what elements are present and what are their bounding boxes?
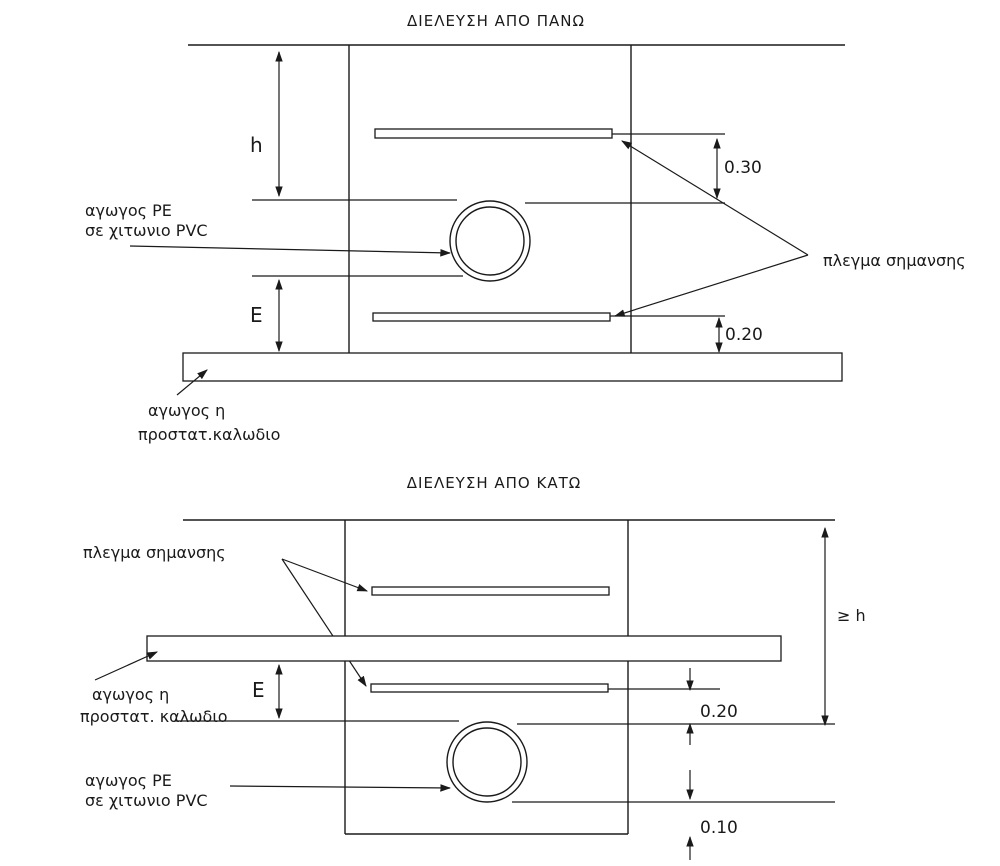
bottom-pipe-label-2: σε χιτωνιο PVC <box>85 791 208 810</box>
top-e-label: E <box>250 303 263 327</box>
bottom-crossing-leader <box>94 651 158 681</box>
top-pipe-leader <box>129 245 452 257</box>
bottom-e-label: E <box>252 678 265 702</box>
top-crossing-label-2: προστατ.καλωδιο <box>138 425 280 444</box>
top-pvc-sleeve <box>449 200 531 282</box>
bottom-dim-upper-label: 0.20 <box>700 702 738 722</box>
top-pe-pipe <box>455 206 525 276</box>
bottom-pe-pipe <box>452 727 522 797</box>
top-crossing-leader <box>176 369 208 396</box>
bottom-pvc-sleeve <box>446 721 528 803</box>
top-mesh-leader-lower <box>613 254 809 317</box>
top-crossing-utility <box>182 352 843 382</box>
top-pipe-label-2: σε χιτωνιο PVC <box>85 221 208 240</box>
bottom-crossing-label-1: αγωγος η <box>92 685 169 704</box>
top-warning-mesh-lower <box>372 312 611 322</box>
bottom-pipe-leader <box>229 784 452 792</box>
top-warning-mesh-upper <box>374 128 613 139</box>
top-h-label: h <box>250 133 263 157</box>
top-dim-upper-label: 0.30 <box>724 158 762 178</box>
bottom-crossing-utility <box>146 635 782 662</box>
top-mesh-label: πλεγμα σημανσης <box>823 251 966 270</box>
bottom-mesh-leader-lower <box>281 558 367 687</box>
bottom-crossing-label-2: προστατ. καλωδιο <box>80 707 228 726</box>
top-mesh-leader-upper <box>621 140 809 256</box>
bottom-warning-mesh-upper <box>371 586 610 596</box>
bottom-detail: ΔΙΕΛΕΥΣΗ ΑΠΟ ΚΑΤΩ ≥ h πλεγμα σημανσης αγ… <box>80 474 866 860</box>
bottom-warning-mesh-lower <box>370 683 609 693</box>
bottom-pipe-label-1: αγωγος PE <box>85 771 172 790</box>
bottom-geq-h-label: ≥ h <box>837 606 866 625</box>
top-crossing-label-1: αγωγος η <box>148 401 225 420</box>
bottom-mesh-leader-upper <box>281 558 369 592</box>
bottom-dim-lower-label: 0.10 <box>700 818 738 838</box>
top-title: ΔΙΕΛΕΥΣΗ ΑΠΟ ΠΑΝΩ <box>407 12 585 30</box>
top-dim-lower-label: 0.20 <box>725 325 763 345</box>
top-pipe-label-1: αγωγος PE <box>85 201 172 220</box>
bottom-title: ΔΙΕΛΕΥΣΗ ΑΠΟ ΚΑΤΩ <box>407 474 581 492</box>
bottom-mesh-label: πλεγμα σημανσης <box>83 543 226 562</box>
top-detail: ΔΙΕΛΕΥΣΗ ΑΠΟ ΠΑΝΩ h 0.30 αγωγος PE σε χι… <box>85 12 966 444</box>
